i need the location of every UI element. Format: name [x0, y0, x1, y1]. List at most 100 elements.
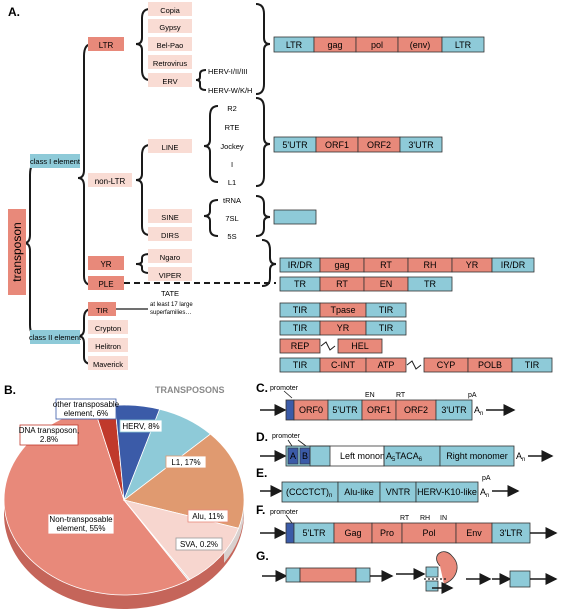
line-family-label: R2 — [227, 104, 237, 113]
f-seg: 5'LTR — [302, 528, 326, 538]
panel-c-label: C. — [256, 381, 268, 395]
ltr-family-box — [148, 19, 192, 33]
maverick-seg: CYP — [437, 360, 456, 370]
panel-a-label: A. — [8, 5, 20, 19]
ple-seg: TR — [424, 279, 436, 289]
ple-node — [88, 276, 124, 290]
c-pa: pA — [468, 392, 477, 399]
e-structure: Alu-like VNTR HERV-K10-like — [281, 481, 479, 503]
dirs-node — [148, 227, 192, 241]
panel-e-label: E. — [256, 466, 267, 480]
helitron-seg: HEL — [351, 341, 369, 351]
yr-family-label: Ngaro — [160, 253, 180, 262]
pie-label-dna: DNA transposon, — [19, 426, 79, 435]
d-seg: A — [290, 451, 296, 461]
panel-d-label: D. — [256, 430, 268, 444]
pie-depth-right — [224, 500, 244, 563]
tate-label: TATE — [161, 289, 179, 298]
c-rt: RT — [396, 392, 406, 399]
g-structure — [262, 551, 558, 594]
c-seg: 5'UTR — [332, 405, 358, 415]
yr-node — [88, 256, 124, 270]
sine-family-label: tRNA — [223, 196, 241, 205]
yr-seg: gag — [334, 260, 349, 270]
transposon-label: transposon — [10, 222, 24, 281]
yr-family-box — [148, 267, 192, 281]
f-promoter: promoter — [270, 509, 299, 516]
crypton-node — [88, 320, 128, 334]
class1-label: class I element — [30, 157, 81, 166]
nonltr-node — [88, 173, 132, 187]
crypton-seg: YR — [337, 323, 350, 333]
sine-structure — [273, 209, 317, 225]
yr-seg: RT — [380, 260, 392, 270]
tir-node-label: TIR — [96, 306, 109, 315]
pie-label-dna: 2.8% — [40, 435, 58, 444]
f-rt: RT — [400, 515, 410, 522]
pie-label-alu: Alu, 11% — [192, 512, 223, 521]
pie-label-other: other transposable — [53, 400, 120, 409]
helitron-seg: REP — [291, 341, 310, 351]
e-seg: Alu-like — [344, 487, 374, 497]
helitron-node — [88, 338, 128, 352]
c-promoter: promoter — [270, 385, 299, 392]
line-family-label: L1 — [228, 178, 236, 187]
sine-node — [148, 209, 192, 223]
d-promoter: promoter — [272, 433, 301, 440]
line-family-label: RTE — [225, 123, 240, 132]
herv-label: HERV-W/K/H — [208, 86, 252, 95]
ltr-family-label: Gypsy — [159, 23, 181, 32]
line-family-label: I — [231, 160, 233, 169]
panel-f-label: F. — [256, 503, 265, 517]
ltr-family-box — [148, 2, 192, 16]
class2-label: class II element — [29, 333, 82, 342]
ltr-family-box — [148, 73, 192, 87]
d-structure: A B Left monomer Right monomer — [285, 445, 515, 467]
ltr-family-label: Copia — [160, 6, 180, 15]
ltr-family-box — [148, 37, 192, 51]
f-seg: Pro — [380, 528, 394, 538]
f-seg: Pol — [422, 528, 435, 538]
tir-seg: TIR — [293, 305, 308, 315]
f-rh: RH — [420, 515, 430, 522]
sine-family-label: 7SL — [225, 214, 238, 223]
c-seg: ORF1 — [367, 405, 391, 415]
line-family-label: Jockey — [220, 142, 244, 151]
line-node — [148, 139, 192, 153]
line-seg: 5'UTR — [282, 140, 308, 150]
maverick-node — [88, 356, 128, 370]
pie-label-sva: SVA, 0.2% — [180, 540, 218, 549]
c-structure: ORF0 5'UTR ORF1 ORF2 3'UTR — [285, 399, 473, 421]
d-seg: Right monomer — [446, 451, 508, 461]
e-seg: HERV-K10-like — [417, 487, 477, 497]
crypton-structure: TIR YR TIR — [279, 320, 407, 336]
ltr-seg: (env) — [410, 40, 431, 50]
line-seg: ORF2 — [367, 140, 391, 150]
tir-structure: TIR Tpase TIR — [279, 302, 407, 318]
e-ccc: (CCCTCT)n — [286, 487, 332, 499]
ltr-seg: gag — [327, 40, 342, 50]
pie-label-nontrans: Non-transposable — [49, 515, 113, 524]
crypton-seg: TIR — [293, 323, 308, 333]
class2-node — [30, 330, 80, 344]
c-en: EN — [365, 392, 375, 399]
tir-seg: Tpase — [330, 305, 355, 315]
pie-title: TRANSPOSONS — [155, 385, 225, 395]
yr-family-box — [148, 249, 192, 263]
ltr-seg: LTR — [455, 40, 472, 50]
f-seg: Gag — [344, 528, 361, 538]
d-seg: B — [302, 451, 308, 461]
ltr-family-label: ERV — [162, 77, 177, 86]
ple-seg: RT — [336, 279, 348, 289]
f-structure: 5'LTR Gag Pro Pol Env 3'LTR — [285, 522, 531, 544]
line-node-label: LINE — [162, 143, 179, 152]
yr-family-label: VIPER — [159, 271, 182, 280]
pie-label-l1: L1, 17% — [171, 458, 200, 467]
maverick-seg: C-INT — [331, 360, 355, 370]
yr-seg: IR/DR — [288, 260, 313, 270]
ltr-structure: LTR gag pol (env) LTR — [273, 36, 485, 53]
d-seg: Left monomer — [340, 451, 396, 461]
sine-family-label: 5S — [227, 232, 236, 241]
yr-structure: IR/DR gag RT RH YR IR/DR — [279, 257, 535, 273]
